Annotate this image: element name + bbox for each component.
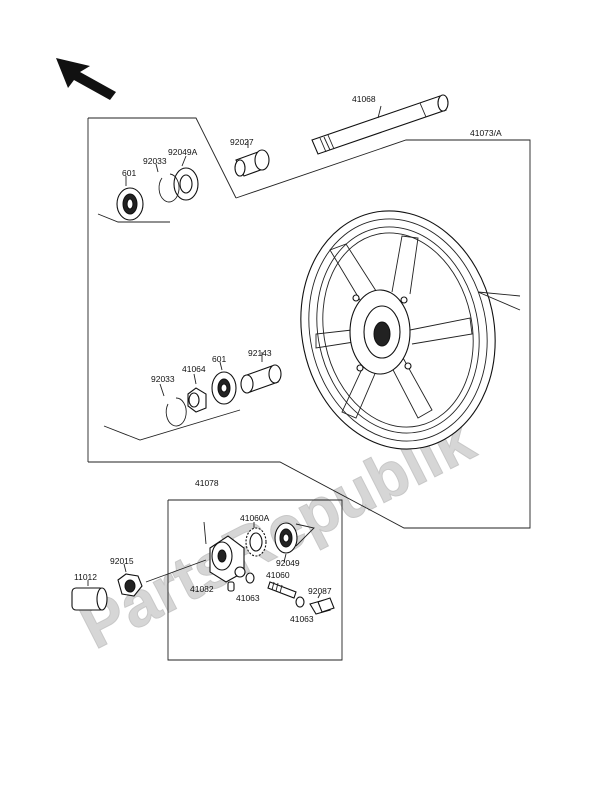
pin-41082: [227, 581, 235, 592]
collar-41064: [187, 373, 207, 413]
label-92087: 92087: [308, 586, 332, 596]
label-92049a: 92049A: [168, 147, 198, 157]
gear-41060a: [245, 522, 267, 557]
gearbox-41078: [203, 521, 246, 583]
label-41073a: 41073/A: [470, 128, 502, 138]
label-41064: 41064: [182, 364, 206, 374]
label-11012: 11012: [74, 572, 97, 582]
spacer-92143: [240, 352, 282, 394]
cap-11012: [71, 580, 108, 611]
label-92033-mid: 92033: [151, 374, 175, 384]
label-41068: 41068: [352, 94, 376, 104]
label-41060: 41060: [266, 570, 290, 580]
seal-92049: [274, 522, 315, 563]
bearing-601-mid: [211, 361, 237, 405]
label-92049: 92049: [276, 558, 300, 568]
bolt-92087: [309, 593, 335, 615]
bearing-601-top: [97, 176, 170, 223]
label-601-mid: 601: [212, 354, 226, 364]
label-92015: 92015: [110, 556, 134, 566]
label-92033-top: 92033: [143, 156, 167, 166]
label-92027: 92027: [230, 137, 254, 147]
label-41082: 41082: [190, 584, 214, 594]
label-92143: 92143: [248, 348, 272, 358]
assembly-outline: [87, 117, 531, 661]
washer-41063-b: [295, 596, 305, 608]
nut-92015: [117, 559, 207, 597]
label-601-top: 601: [122, 168, 136, 178]
label-41060a: 41060A: [240, 513, 270, 523]
circlip-92033-mid: [103, 383, 241, 441]
spacer-92027: [234, 140, 270, 177]
wheel-41073a: [300, 210, 521, 450]
washer-41063-a: [245, 572, 255, 584]
axle-41068: [311, 94, 449, 155]
circlip-92033-top: [155, 163, 180, 203]
label-41078: 41078: [195, 478, 219, 488]
arrow-up-left-icon: [56, 58, 116, 100]
label-41063-b: 41063: [290, 614, 314, 624]
gear-shaft-41060: [267, 581, 297, 599]
part-labels: 41068 41073/A 92027 92049A 92033 601 921…: [74, 94, 502, 624]
label-41063-a: 41063: [236, 593, 260, 603]
bearing-92049a: [173, 155, 199, 201]
